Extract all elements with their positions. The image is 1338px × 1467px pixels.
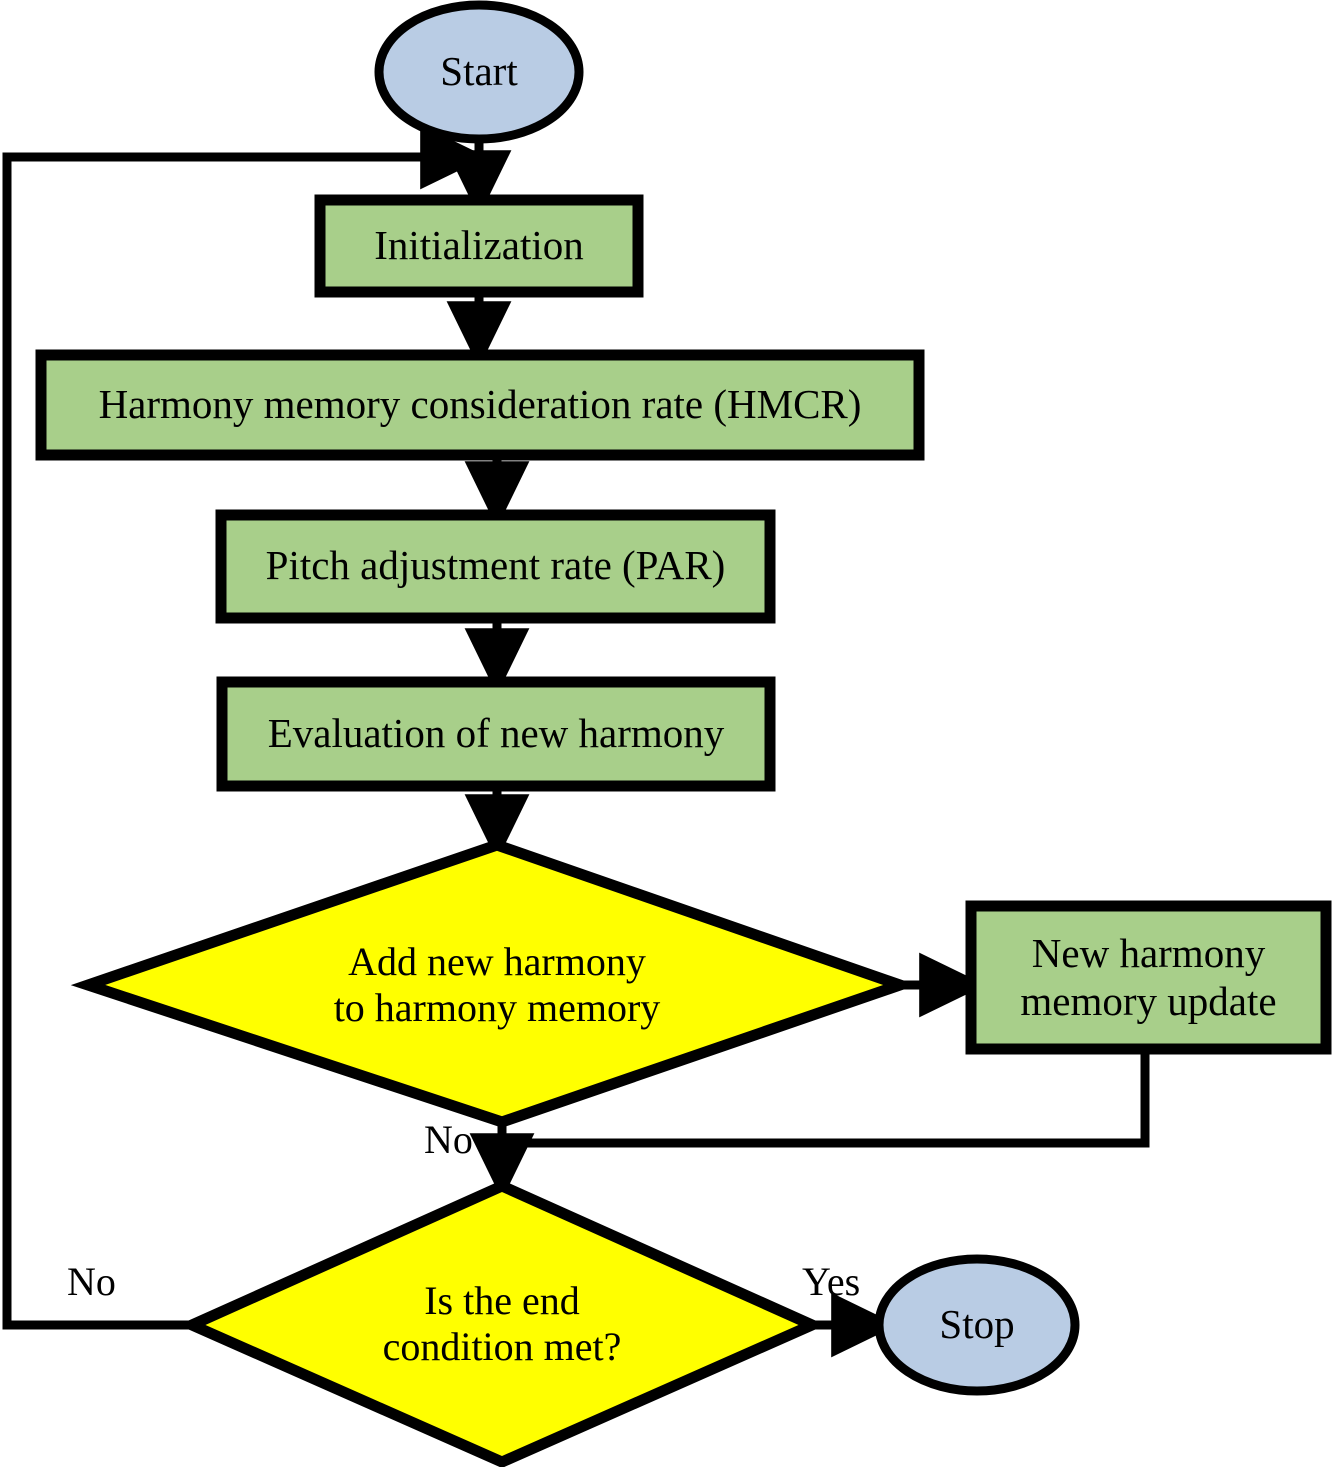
node-par[interactable]	[215, 509, 776, 624]
node-memory-update[interactable]	[965, 900, 1332, 1055]
node-end-condition-decision[interactable]	[178, 1179, 826, 1467]
connector-memory-update-feedback	[502, 1050, 1150, 1148]
node-add-harmony-decision[interactable]	[70, 839, 917, 1128]
edge-label-end-condition-no: No	[67, 1259, 116, 1304]
edge-label-end-condition-yes: Yes	[802, 1259, 861, 1304]
node-hmcr[interactable]	[35, 349, 925, 461]
node-start[interactable]	[374, 0, 584, 144]
edge-label-add-harmony-no: No	[424, 1117, 473, 1162]
connector-end-condition-no-loop-back	[2, 124, 487, 1330]
node-evaluation[interactable]	[216, 676, 776, 792]
node-stop[interactable]	[874, 1254, 1080, 1396]
node-initialization[interactable]	[314, 194, 644, 298]
